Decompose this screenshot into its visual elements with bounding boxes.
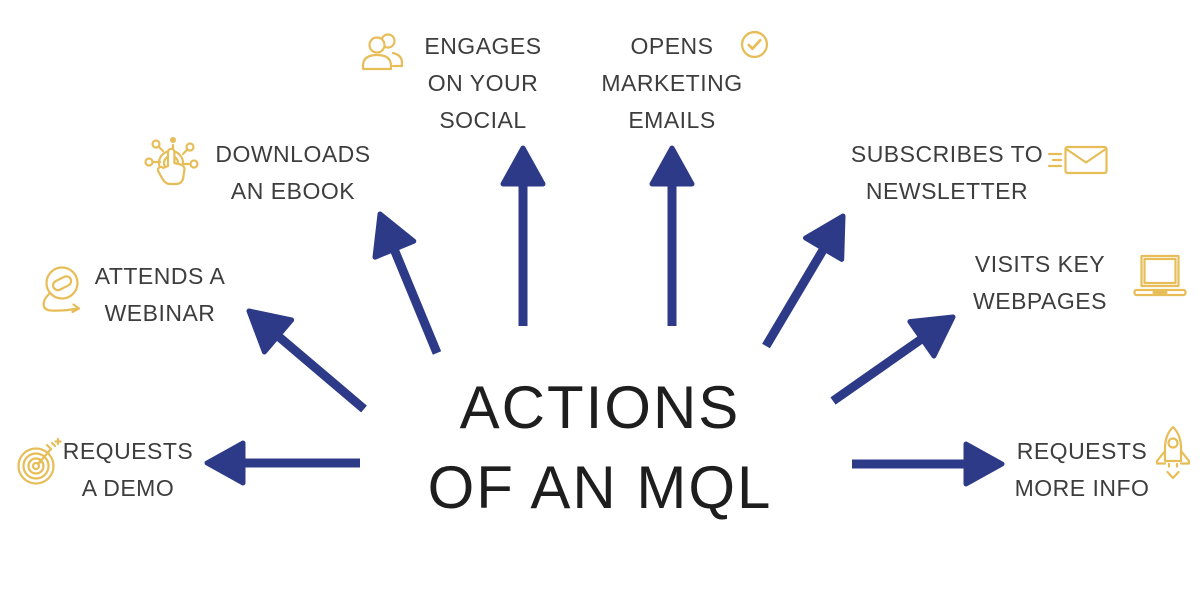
arrow-to-downloads-ebook [372, 211, 442, 355]
people-group-icon [361, 33, 404, 71]
arrow-to-opens-emails [649, 145, 695, 326]
rocket-icon [1155, 425, 1191, 480]
action-label: REQUESTS A DEMO [62, 438, 194, 501]
check-circle-icon [740, 30, 769, 59]
arrow-to-requests-demo [204, 440, 360, 486]
arrow-to-attends-webinar [246, 308, 367, 413]
action-label: ATTENDS A WEBINAR [94, 263, 226, 326]
action-label: SUBSCRIBES TO NEWSLETTER [850, 141, 1044, 204]
action-label: ENGAGES ON YOUR SOCIAL [424, 33, 542, 133]
laptop-icon [1133, 254, 1187, 297]
target-dart-icon [17, 437, 62, 485]
arrow-to-engages-social [500, 145, 546, 326]
sending-email-icon [1048, 145, 1108, 175]
arrow-to-visits-webpages [830, 314, 956, 405]
action-label: DOWNLOADS AN EBOOK [215, 141, 371, 204]
arrow-to-requests-more-info [852, 441, 1005, 487]
diagram-title: ACTIONS OF AN MQL [427, 374, 773, 521]
arrow-to-subscribes-newsletter [762, 213, 846, 349]
action-label: VISITS KEY WEBPAGES [973, 251, 1107, 314]
action-label: REQUESTS MORE INFO [1014, 438, 1150, 501]
click-interaction-icon [144, 137, 199, 186]
action-label: OPENS MARKETING EMAILS [601, 33, 743, 133]
webinar-replay-icon [42, 266, 81, 314]
